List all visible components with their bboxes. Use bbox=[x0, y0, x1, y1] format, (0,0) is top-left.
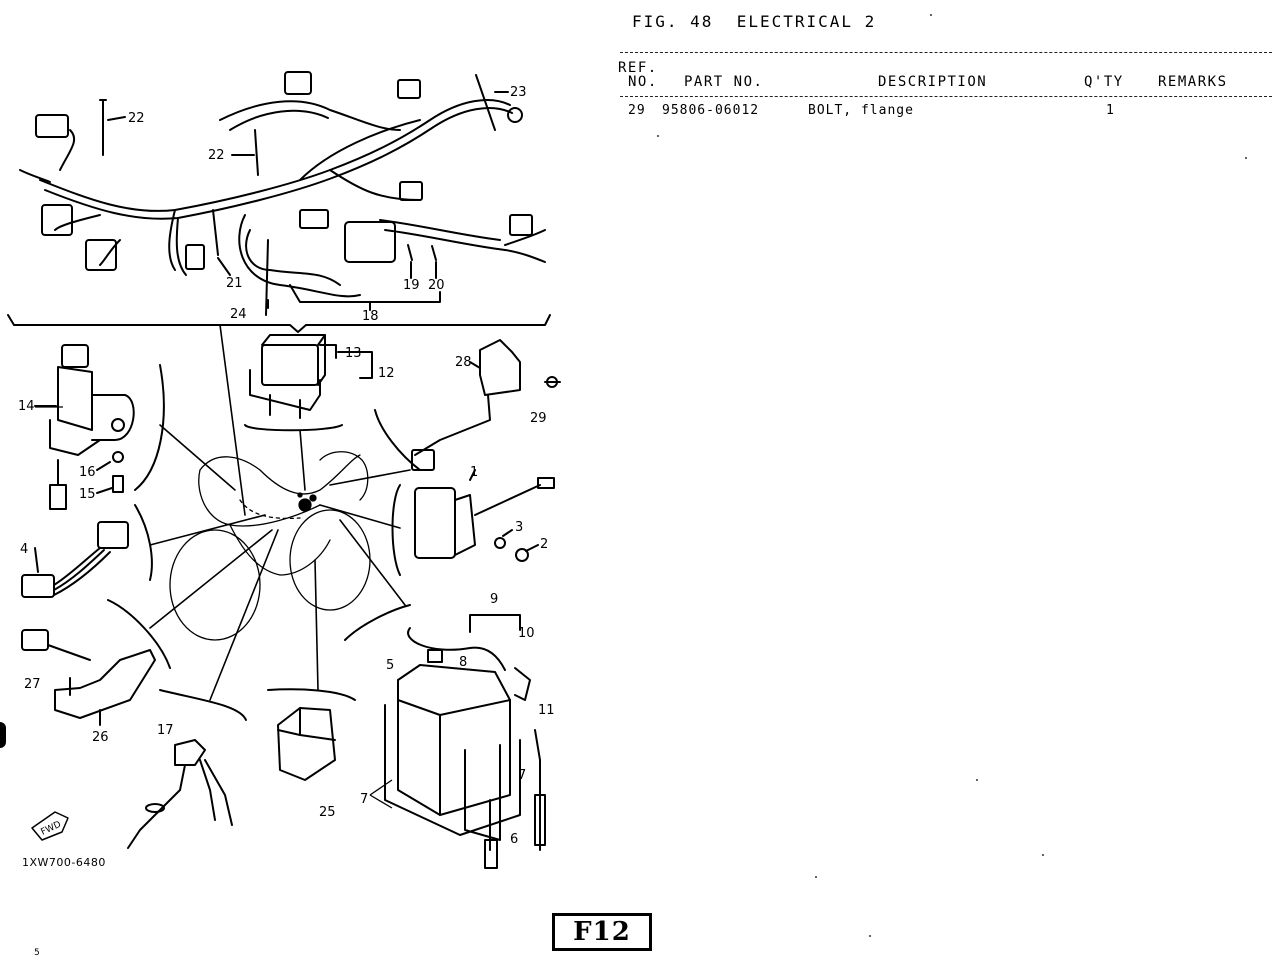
callout-14: 14 bbox=[18, 399, 35, 414]
fwd-label: FWD bbox=[39, 820, 62, 838]
scan-speck bbox=[976, 779, 978, 781]
callout-16: 16 bbox=[79, 465, 96, 480]
callout-1: 1 bbox=[470, 465, 478, 480]
header-ref: REF. bbox=[618, 60, 658, 76]
relay-assembly-drawing bbox=[244, 334, 373, 432]
electrical-exploded-diagram: 22 22 23 21 24 19 20 18 13 12 14 28 29 1… bbox=[7, 71, 561, 869]
row-ref: 29 bbox=[628, 103, 646, 118]
scan-speck bbox=[869, 935, 871, 937]
callout-8: 8 bbox=[459, 655, 467, 670]
callout-15: 15 bbox=[79, 487, 96, 502]
main-switch-drawing bbox=[34, 344, 165, 510]
callout-28: 28 bbox=[455, 355, 472, 370]
callout-9: 9 bbox=[490, 592, 498, 607]
table-top-rule bbox=[620, 52, 1272, 53]
callout-11: 11 bbox=[538, 703, 555, 718]
scan-speck bbox=[1042, 854, 1044, 856]
callout-2: 2 bbox=[540, 537, 548, 552]
callout-22a: 22 bbox=[128, 111, 145, 126]
header-qty: Q'TY bbox=[1084, 74, 1124, 90]
scan-speck bbox=[1245, 157, 1247, 159]
header-description: DESCRIPTION bbox=[878, 74, 988, 90]
callout-labels: 22 22 23 21 24 19 20 18 13 12 14 28 29 1… bbox=[18, 85, 555, 847]
callout-5: 5 bbox=[386, 658, 394, 673]
bracket-26-drawing bbox=[21, 599, 171, 726]
header-remarks: REMARKS bbox=[1158, 74, 1228, 90]
corner-mark: 5 bbox=[34, 948, 40, 958]
callout-18: 18 bbox=[362, 309, 379, 324]
neutral-switch-drawing bbox=[127, 689, 247, 849]
callout-27: 27 bbox=[24, 677, 41, 692]
callout-4: 4 bbox=[20, 542, 28, 557]
drawing-code: 1XW700-6480 bbox=[22, 856, 106, 869]
header-part-no: PART NO. bbox=[684, 74, 764, 90]
scan-speck bbox=[815, 876, 817, 878]
motorcycle-outline bbox=[169, 451, 371, 641]
scan-speck bbox=[930, 14, 932, 16]
row-description: BOLT, flange bbox=[808, 103, 914, 118]
callout-22b: 22 bbox=[208, 148, 225, 163]
callout-20: 20 bbox=[428, 278, 445, 293]
callout-13: 13 bbox=[345, 346, 362, 361]
page-stamp: F12 bbox=[552, 913, 652, 951]
callout-12: 12 bbox=[378, 366, 395, 381]
row-qty: 1 bbox=[1106, 103, 1115, 118]
scan-speck bbox=[657, 135, 659, 137]
callout-7b: 7 bbox=[360, 792, 368, 807]
forward-arrow-icon bbox=[31, 811, 69, 841]
table-header-rule bbox=[620, 96, 1272, 97]
callout-10: 10 bbox=[518, 626, 535, 641]
callout-6: 6 bbox=[510, 832, 518, 847]
relay-25-drawing bbox=[267, 688, 356, 781]
row-part-no: 95806-06012 bbox=[662, 103, 760, 118]
starter-relay-lead-drawing bbox=[374, 339, 561, 471]
battery-drawing bbox=[344, 604, 546, 869]
callout-25: 25 bbox=[319, 805, 336, 820]
scan-edge-mark bbox=[0, 722, 6, 748]
connector-lead-4-drawing bbox=[21, 504, 153, 598]
wire-harness-drawing bbox=[19, 71, 546, 316]
callout-17: 17 bbox=[157, 723, 174, 738]
callout-7a: 7 bbox=[518, 768, 526, 783]
callout-26: 26 bbox=[92, 730, 109, 745]
header-no: NO. bbox=[628, 74, 658, 90]
callout-21: 21 bbox=[226, 276, 243, 291]
figure-title: FIG. 48 ELECTRICAL 2 bbox=[632, 12, 877, 31]
callout-19: 19 bbox=[403, 278, 420, 293]
callout-23: 23 bbox=[510, 85, 527, 100]
harness-group-bracket bbox=[7, 314, 551, 333]
location-arrows bbox=[149, 324, 411, 701]
callout-3: 3 bbox=[515, 520, 523, 535]
callout-24: 24 bbox=[230, 307, 247, 322]
flasher-relay-drawing bbox=[391, 469, 555, 576]
callout-29: 29 bbox=[530, 411, 547, 426]
